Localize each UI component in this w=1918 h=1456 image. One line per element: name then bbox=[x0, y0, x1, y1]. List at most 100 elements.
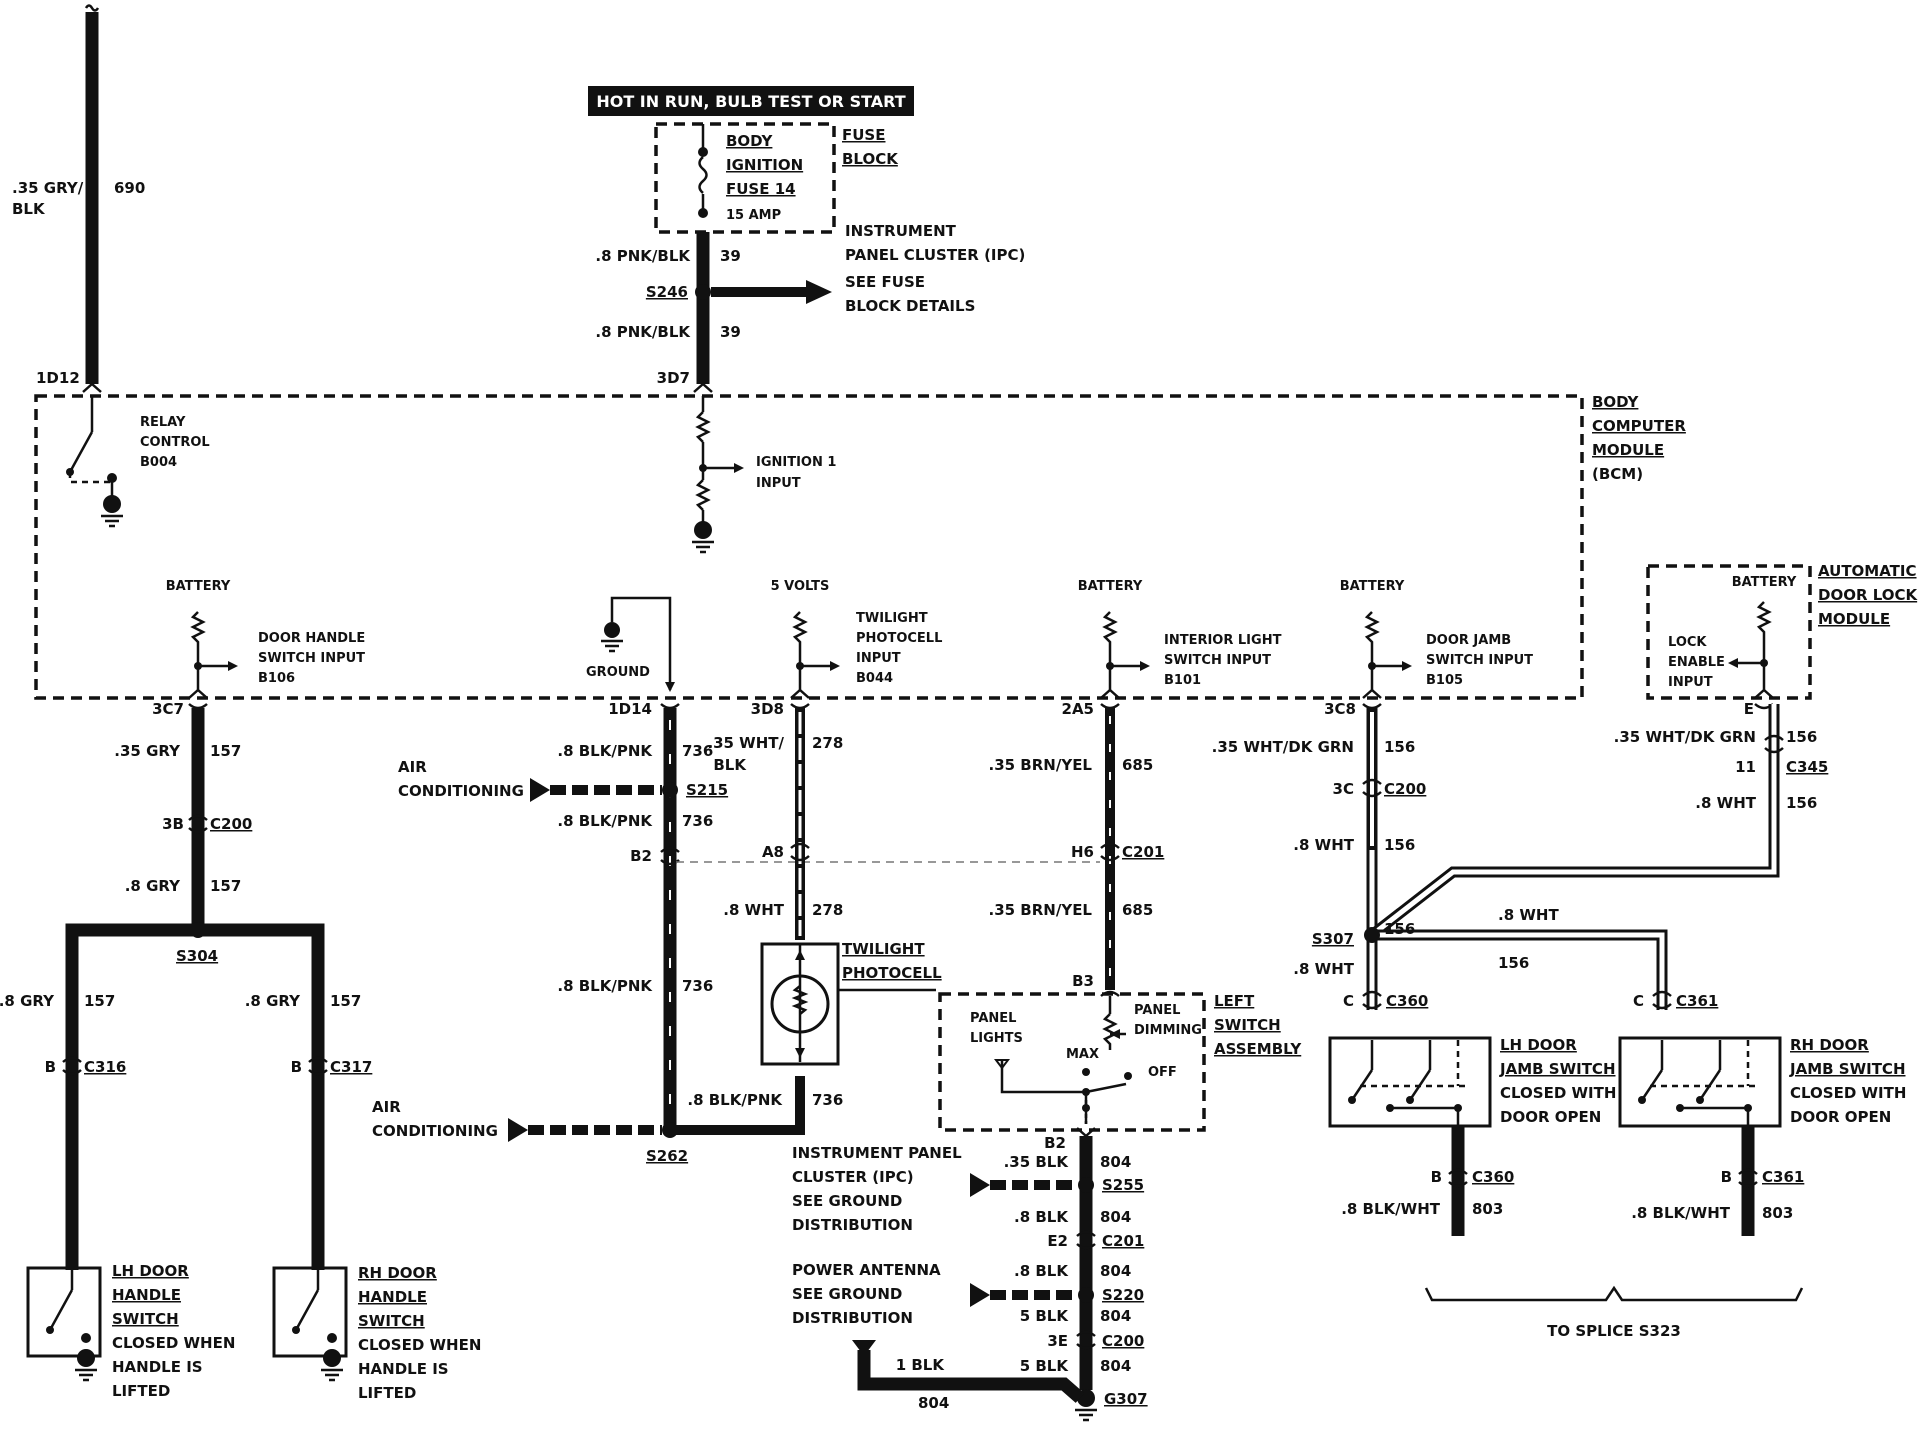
pin-3c8: 3C8 bbox=[1324, 700, 1356, 718]
five-volts-label: 5 VOLTS bbox=[771, 579, 830, 594]
wire-278a-color-1: .35 WHT/ bbox=[707, 734, 784, 752]
hot-in-run-label: HOT IN RUN, BULB TEST OR START bbox=[596, 92, 905, 111]
c361-upper-label: C361 bbox=[1676, 992, 1718, 1010]
wire-804c-color: .8 BLK bbox=[1014, 1262, 1069, 1280]
interior-input-2: SWITCH INPUT bbox=[1164, 653, 1271, 668]
pin-3c7: 3C7 bbox=[152, 700, 184, 718]
rh-handle-line-1: RH DOOR bbox=[358, 1264, 437, 1282]
c201-lower-label: C201 bbox=[1102, 1232, 1144, 1250]
lh-handle-line-5: HANDLE IS bbox=[112, 1358, 203, 1376]
twilight-input-circuit: 5 VOLTS TWILIGHT PHOTOCELL INPUT B044 bbox=[771, 579, 942, 699]
battery-label-2: BATTERY bbox=[1078, 579, 1143, 594]
connector-a8 bbox=[790, 842, 810, 862]
panel-dimming-2: DIMMING bbox=[1134, 1023, 1202, 1038]
rh-handle-ground-icon bbox=[323, 1349, 341, 1367]
pin-e2: E2 bbox=[1047, 1232, 1068, 1250]
left-switch-box bbox=[938, 992, 1206, 1132]
ac-lower-line-1: AIR bbox=[372, 1098, 401, 1116]
c316-label: C316 bbox=[84, 1058, 126, 1076]
splice-s220-label: S220 bbox=[1102, 1286, 1144, 1304]
lh-handle-line-4: CLOSED WHEN bbox=[112, 1334, 235, 1352]
pin-b2-upper: B2 bbox=[630, 847, 652, 865]
connector-c360-lower bbox=[1448, 1168, 1468, 1188]
left-switch-label-3: ASSEMBLY bbox=[1214, 1040, 1302, 1058]
wire-157b-num: 157 bbox=[210, 877, 241, 895]
twilight-input-1: TWILIGHT bbox=[856, 611, 928, 626]
bcm-label-4: (BCM) bbox=[1592, 465, 1643, 483]
wire-39a-num: 39 bbox=[720, 247, 741, 265]
splice-s215-label: S215 bbox=[686, 781, 728, 799]
rh-handle-line-5: HANDLE IS bbox=[358, 1360, 449, 1378]
adlm-box bbox=[1646, 564, 1812, 700]
splice-s307-label: S307 bbox=[1312, 930, 1354, 948]
ground-label: GROUND bbox=[586, 665, 650, 680]
wire-157c-num: 157 bbox=[84, 992, 115, 1010]
ignition-ground-icon bbox=[694, 521, 712, 539]
rh-handle-line-3: SWITCH bbox=[358, 1312, 425, 1330]
fuse-details-line-2: BLOCK DETAILS bbox=[845, 297, 975, 315]
wire-690-num: 690 bbox=[114, 179, 145, 197]
c317-label: C317 bbox=[330, 1058, 372, 1076]
pin-c-c361: C bbox=[1633, 992, 1644, 1010]
pin-b3: B3 bbox=[1072, 972, 1094, 990]
door-handle-input-circuit: BATTERY DOOR HANDLE SWITCH INPUT B106 bbox=[166, 579, 365, 699]
ipc-ground-4: DISTRIBUTION bbox=[792, 1216, 913, 1234]
ac-upper-arrow bbox=[530, 778, 550, 802]
wire-156b-num: 156 bbox=[1384, 836, 1415, 854]
splice-s220 bbox=[1078, 1287, 1094, 1303]
pin-3d7-connector bbox=[693, 382, 713, 393]
wire-156c-num: 156 bbox=[1384, 920, 1415, 938]
bcm-pin-connectors: 3C7 1D14 3D8 2A5 3C8 E bbox=[152, 700, 1774, 718]
splice-s304-label: S304 bbox=[176, 947, 218, 965]
antenna-ground-arrow bbox=[970, 1283, 990, 1307]
wire-156e-num: 156 bbox=[1786, 728, 1817, 746]
left-switch-label-2: SWITCH bbox=[1214, 1016, 1281, 1034]
pin-3c: 3C bbox=[1333, 780, 1354, 798]
connector-c345 bbox=[1764, 734, 1784, 754]
wire-804b-color: .8 BLK bbox=[1014, 1208, 1069, 1226]
wire-804f-num: 804 bbox=[918, 1394, 949, 1412]
battery-label-1: BATTERY bbox=[166, 579, 231, 594]
relay-ground-icon bbox=[103, 495, 121, 513]
lh-handle-line-1: LH DOOR bbox=[112, 1262, 189, 1280]
wire-803b-color: .8 BLK/WHT bbox=[1631, 1204, 1731, 1222]
wire-156b-color: .8 WHT bbox=[1293, 836, 1354, 854]
relay-line-3: B004 bbox=[140, 455, 177, 470]
wire-156f-color: .8 WHT bbox=[1695, 794, 1756, 812]
fuse-block-line-1: FUSE bbox=[842, 126, 885, 144]
connector-c361-lower bbox=[1738, 1168, 1758, 1188]
dimmer-switch-blade bbox=[1085, 1082, 1127, 1094]
wire-736d-num: 736 bbox=[812, 1091, 843, 1109]
adlm-battery: BATTERY bbox=[1732, 575, 1797, 590]
splice-brace bbox=[1424, 1285, 1804, 1302]
door-handle-input-1: DOOR HANDLE bbox=[258, 631, 365, 646]
lh-handle-switch-box bbox=[26, 1266, 102, 1358]
battery-label-3: BATTERY bbox=[1340, 579, 1405, 594]
wire-278b-color: .8 WHT bbox=[723, 901, 784, 919]
c200-right-label: C200 bbox=[1384, 780, 1426, 798]
wire-736-to-photocell bbox=[670, 1076, 805, 1135]
left-switch-label-1: LEFT bbox=[1214, 992, 1255, 1010]
wire-685b-num: 685 bbox=[1122, 901, 1153, 919]
fuse-body-line-2: IGNITION bbox=[726, 156, 803, 174]
wire-278b-num: 278 bbox=[812, 901, 843, 919]
adlm-lock-3: INPUT bbox=[1668, 675, 1713, 690]
ac-lower-arrow bbox=[508, 1118, 528, 1142]
pin-3b: 3B bbox=[162, 815, 184, 833]
connector-c317 bbox=[308, 1056, 328, 1076]
pin-c-c360: C bbox=[1343, 992, 1354, 1010]
rh-jamb-switch-box bbox=[1618, 1036, 1782, 1128]
lh-jamb-line-1: LH DOOR bbox=[1500, 1036, 1577, 1054]
pin-b-c360: B bbox=[1431, 1168, 1442, 1186]
pin-11: 11 bbox=[1735, 758, 1756, 776]
c360-upper-label: C360 bbox=[1386, 992, 1428, 1010]
pin-2a5: 2A5 bbox=[1062, 700, 1094, 718]
pin-a8: A8 bbox=[762, 843, 784, 861]
wire-278a-color-2: BLK bbox=[713, 756, 747, 774]
door-jamb-input-2: SWITCH INPUT bbox=[1426, 653, 1533, 668]
wire-804a-color: .35 BLK bbox=[1004, 1153, 1070, 1171]
fuse-details-arrow-head bbox=[806, 280, 832, 304]
interior-input-3: B101 bbox=[1164, 673, 1201, 688]
wire-39b-num: 39 bbox=[720, 323, 741, 341]
relay-dashed-link bbox=[68, 472, 112, 484]
